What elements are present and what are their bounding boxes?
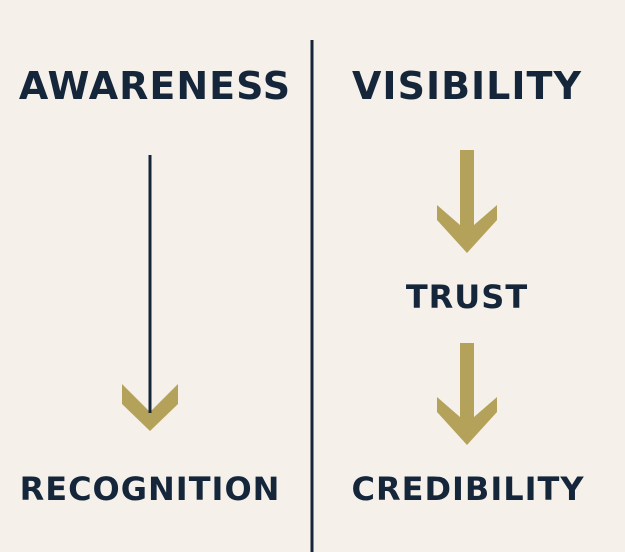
arrow-down-icon xyxy=(437,343,497,445)
recognition-label: RECOGNITION xyxy=(19,470,281,508)
arrow-down-icon xyxy=(437,150,497,253)
trust-label: TRUST xyxy=(405,278,529,316)
credibility-label: CREDIBILITY xyxy=(351,470,585,508)
left-chevron-icon xyxy=(122,384,178,431)
awareness-label: AWARENESS xyxy=(18,64,292,108)
visibility-label: VISIBILITY xyxy=(352,64,582,108)
